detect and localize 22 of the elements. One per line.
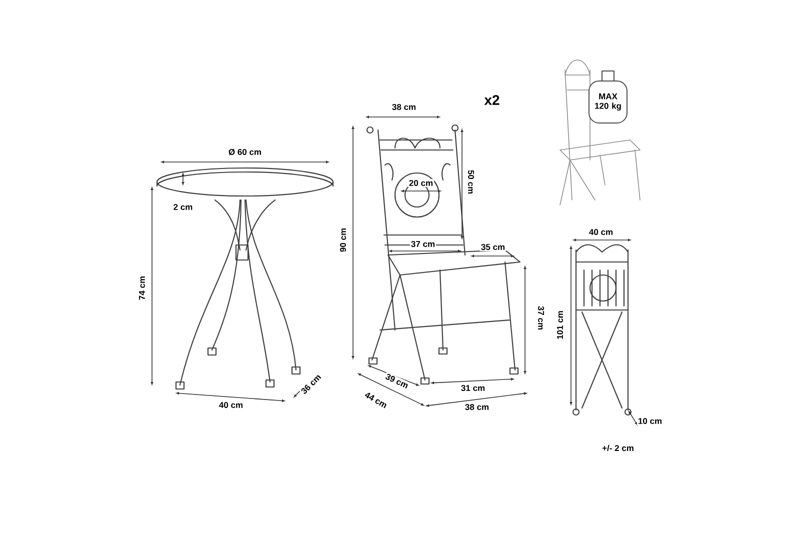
quantity-label: x2 [483, 94, 501, 106]
dimension-label: 37 cm [537, 304, 546, 332]
tolerance-note: +/- 2 cm [601, 444, 635, 452]
dimension-label: 36 cm [298, 372, 324, 396]
dimension-label: 40 cm [218, 401, 244, 410]
dimension-label: 31 cm [460, 384, 486, 392]
dimension-label: 20 cm [408, 179, 434, 187]
dimension-label: 10 cm [636, 417, 664, 426]
weight-badge: MAX 120 kg [588, 80, 628, 124]
dimension-label: 74 cm [138, 274, 146, 302]
dimension-label: 38 cm [390, 102, 418, 112]
dimension-label: 44 cm [362, 390, 390, 410]
dimension-label: 39 cm [383, 372, 411, 390]
dimension-label: 2 cm [172, 203, 194, 211]
dimension-label: 50 cm [467, 168, 476, 196]
dimension-label: Ø 60 cm [227, 148, 263, 156]
dimension-label: 101 cm [556, 310, 564, 340]
dimension-label: 38 cm [464, 403, 490, 412]
dimension-label: 90 cm [339, 226, 348, 254]
dimension-label: 40 cm [588, 228, 614, 236]
dimension-label: 37 cm [410, 240, 436, 248]
dimension-label: 35 cm [480, 243, 506, 252]
